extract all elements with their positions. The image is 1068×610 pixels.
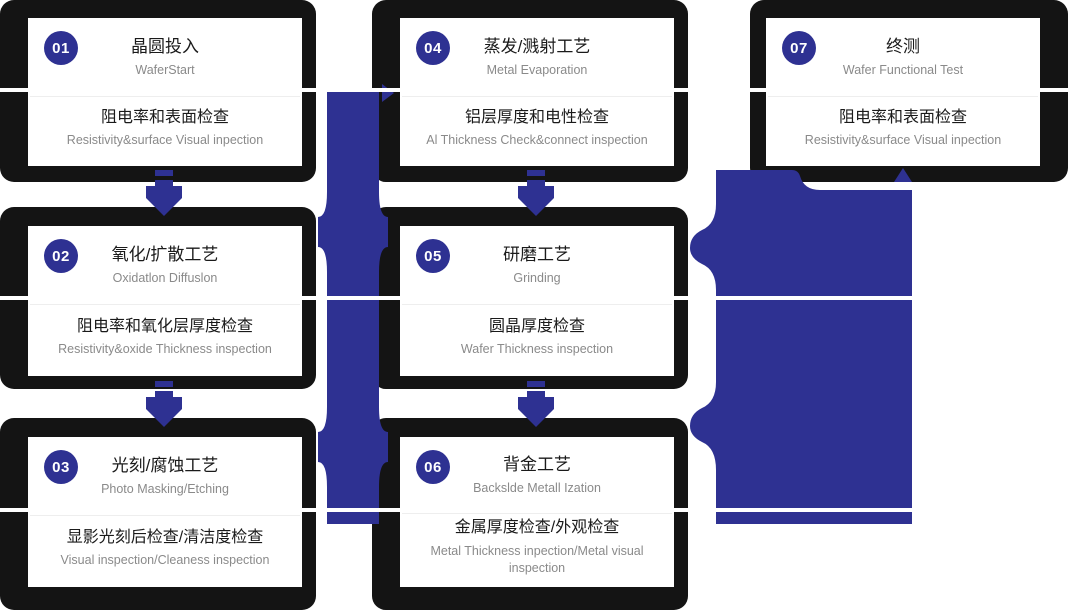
card-divider-04 [402, 96, 672, 97]
card-divider-07 [768, 96, 1038, 97]
card-divider-05 [402, 304, 672, 305]
inspection-cn-07: 阻电率和表面检查 [838, 108, 967, 126]
process-card-03[interactable]: 03 光刻/腐蚀工艺 Photo Masking/Etching 显影光刻后检查… [28, 437, 302, 587]
card-divider-03 [30, 515, 300, 516]
step-title-cn-04: 蒸发/溅射工艺 [483, 37, 591, 57]
inspection-en-05: Wafer Thickness inspection [460, 342, 614, 357]
card-header-07: 07 终测 Wafer Functional Test [766, 18, 1040, 96]
card-header-04: 04 蒸发/溅射工艺 Metal Evaporation [400, 18, 674, 96]
step-title-en-06: Backslde Metall Ization [473, 480, 601, 495]
step-title-en-04: Metal Evaporation [486, 62, 588, 77]
inspection-cn-06: 金属厚度检查/外观检查 [454, 519, 620, 537]
card-inspection-01: 阻电率和表面检查 Resistivity&surface Visual inpe… [28, 97, 302, 166]
card-inspection-02: 阻电率和氧化层厚度检查 Resistivity&oxide Thickness … [28, 305, 302, 376]
inspection-cn-05: 圆晶厚度检查 [488, 317, 585, 335]
card-inspection-05: 圆晶厚度检查 Wafer Thickness inspection [400, 305, 674, 376]
arrow-step-04-to-05 [514, 170, 558, 223]
inspection-en-02: Resistivity&oxide Thickness inspection [58, 342, 272, 357]
step-title-cn-05: 研磨工艺 [503, 245, 571, 265]
step-title-cn-03: 光刻/腐蚀工艺 [111, 456, 219, 476]
step-number-badge-05: 05 [416, 239, 450, 273]
arrowhead-into-step-07 [893, 168, 913, 192]
inspection-cn-01: 阻电率和表面检查 [100, 108, 229, 126]
step-number-badge-02: 02 [44, 239, 78, 273]
card-inspection-03: 显影光刻后检查/清洁度检查 Visual inspection/Cleaness… [28, 516, 302, 587]
step-title-en-01: WaferStart [135, 62, 195, 77]
step-number-badge-04: 04 [416, 31, 450, 65]
step-title-en-02: Oxidatlon Diffuslon [112, 270, 218, 285]
process-card-06[interactable]: 06 背金工艺 Backslde Metall Ization 金属厚度检查/外… [400, 437, 674, 587]
arrow-step-01-to-02 [142, 170, 186, 223]
process-card-07[interactable]: 07 终测 Wafer Functional Test 阻电率和表面检查 Res… [766, 18, 1040, 166]
arrow-step-02-to-03 [142, 381, 186, 434]
process-card-05[interactable]: 05 研磨工艺 Grinding 圆晶厚度检查 Wafer Thickness … [400, 226, 674, 376]
card-header-02: 02 氧化/扩散工艺 Oxidatlon Diffuslon [28, 226, 302, 304]
step-number-badge-01: 01 [44, 31, 78, 65]
step-title-en-05: Grinding [513, 270, 561, 285]
arrow-step-05-to-06 [514, 381, 558, 434]
inspection-en-03: Visual inspection/Cleaness inspection [60, 553, 270, 568]
step-title-cn-01: 晶圆投入 [131, 37, 199, 57]
card-divider-02 [30, 304, 300, 305]
step-number-badge-07: 07 [782, 31, 816, 65]
card-header-01: 01 晶圆投入 WaferStart [28, 18, 302, 96]
card-divider-06 [402, 513, 672, 515]
step-title-en-03: Photo Masking/Etching [101, 481, 229, 496]
inspection-en-01: Resistivity&surface Visual inpection [66, 133, 264, 148]
process-card-02[interactable]: 02 氧化/扩散工艺 Oxidatlon Diffuslon 阻电率和氧化层厚度… [28, 226, 302, 376]
step-title-cn-02: 氧化/扩散工艺 [111, 245, 219, 265]
ribbon-col2-to-step-07 [680, 170, 912, 524]
card-inspection-04: 铝层厚度和电性检查 Al Thickness Check&connect ins… [400, 97, 674, 166]
card-header-03: 03 光刻/腐蚀工艺 Photo Masking/Etching [28, 437, 302, 515]
arrowhead-into-step-04 [380, 84, 396, 102]
card-inspection-06: 金属厚度检查/外观检查 Metal Thickness inpection/Me… [400, 514, 674, 587]
process-card-01[interactable]: 01 晶圆投入 WaferStart 阻电率和表面检查 Resistivity&… [28, 18, 302, 166]
card-header-06: 06 背金工艺 Backslde Metall Ization [400, 437, 674, 514]
inspection-cn-03: 显影光刻后检查/清洁度检查 [66, 528, 264, 546]
inspection-en-04: Al Thickness Check&connect inspection [426, 133, 648, 148]
inspection-cn-04: 铝层厚度和电性检查 [464, 108, 609, 126]
card-divider-01 [30, 96, 300, 97]
inspection-en-06: Metal Thickness inpection/Metal visual i… [430, 544, 644, 576]
process-card-04[interactable]: 04 蒸发/溅射工艺 Metal Evaporation 铝层厚度和电性检查 A… [400, 18, 674, 166]
card-header-05: 05 研磨工艺 Grinding [400, 226, 674, 304]
step-number-badge-03: 03 [44, 450, 78, 484]
step-title-cn-06: 背金工艺 [503, 455, 571, 475]
step-title-cn-07: 终测 [886, 37, 920, 57]
inspection-en-07: Resistivity&surface Visual inpection [804, 133, 1002, 148]
card-inspection-07: 阻电率和表面检查 Resistivity&surface Visual inpe… [766, 97, 1040, 166]
step-number-badge-06: 06 [416, 450, 450, 484]
ribbon-col1-to-col2 [318, 92, 388, 524]
inspection-cn-02: 阻电率和氧化层厚度检查 [76, 317, 253, 335]
step-title-en-07: Wafer Functional Test [842, 62, 964, 77]
